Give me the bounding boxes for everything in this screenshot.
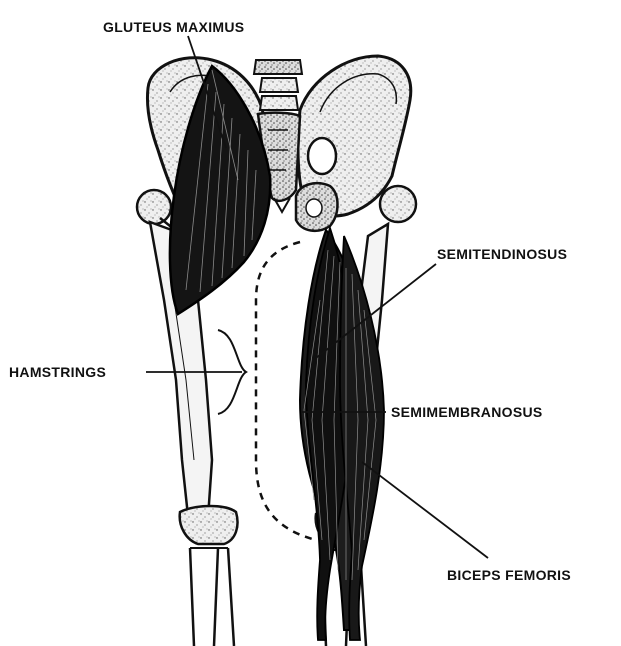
hamstrings-label: HAMSTRINGS [9,364,106,380]
semitendinosus-label: SEMITENDINOSUS [437,246,567,262]
biceps-femoris-leader [362,462,488,558]
biceps-femoris-label: BICEPS FEMORIS [447,567,571,583]
gluteus-maximus-label: GLUTEUS MAXIMUS [103,19,244,35]
semimembranosus-label: SEMIMEMBRANOSUS [391,404,543,420]
